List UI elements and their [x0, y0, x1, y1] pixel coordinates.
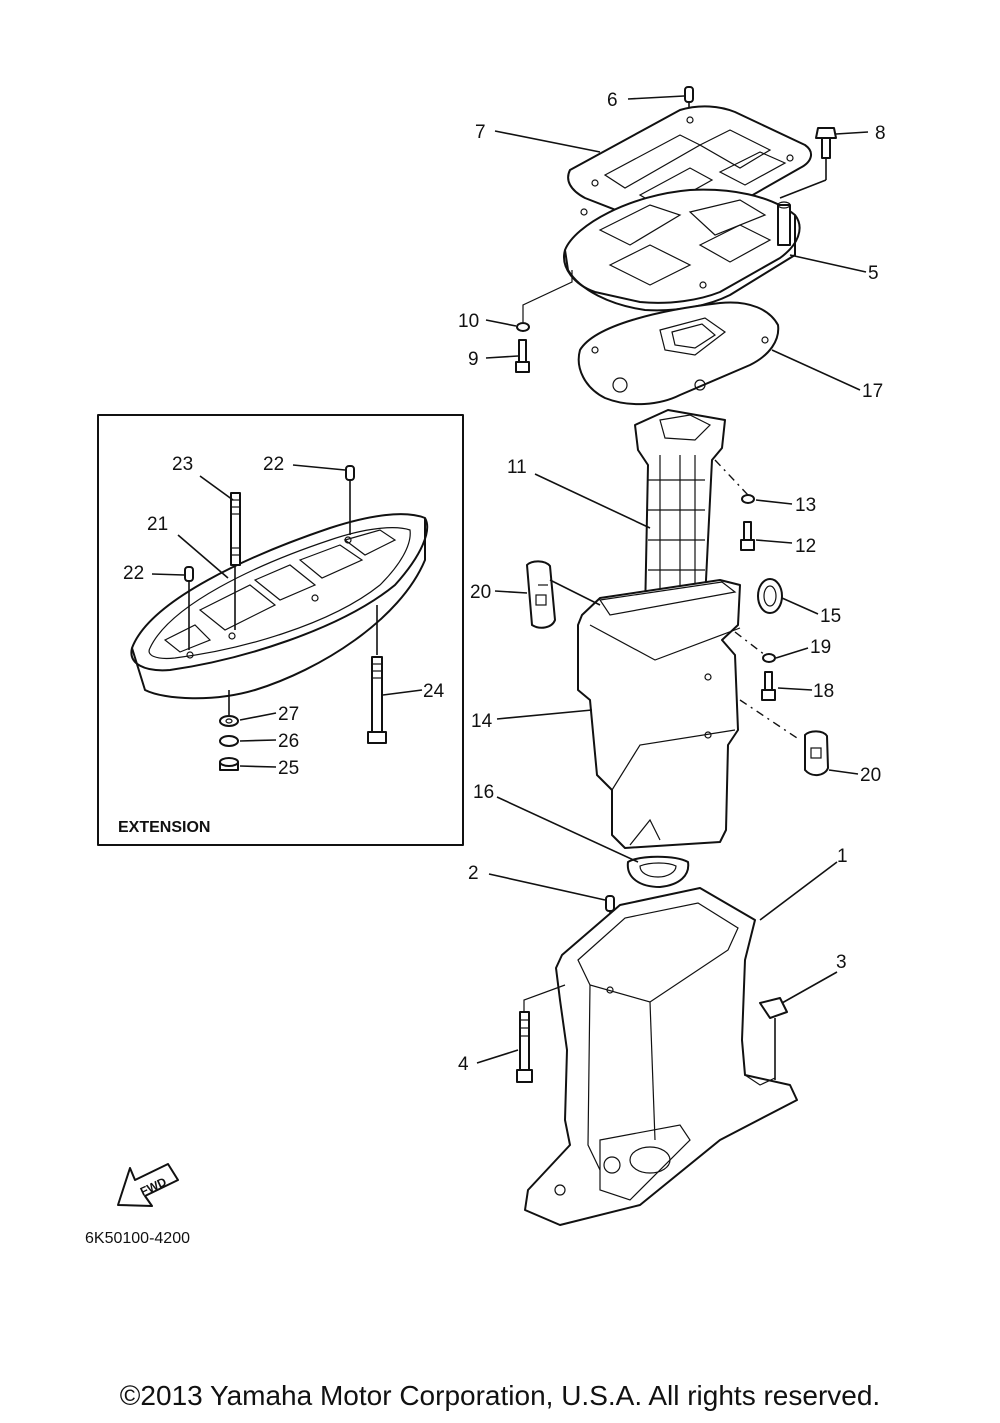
- dowel-pin: [605, 895, 615, 912]
- callout-22: 22: [263, 454, 284, 475]
- seal: [626, 855, 690, 888]
- callout-13: 13: [795, 495, 816, 516]
- washer: [741, 494, 755, 504]
- grommet: [757, 578, 783, 614]
- diagram-part-number: 6K50100-4200: [85, 1230, 190, 1247]
- side-cover: [526, 560, 556, 629]
- callout-12: 12: [795, 536, 816, 557]
- callout-14: 14: [471, 711, 493, 732]
- callout-16: 16: [473, 782, 494, 803]
- washer: [762, 653, 776, 663]
- extension-plate: [130, 513, 429, 700]
- callout-5: 5: [868, 263, 879, 284]
- callout-8: 8: [875, 123, 886, 144]
- callout-27: 27: [278, 704, 299, 725]
- extension-label: EXTENSION: [118, 819, 210, 836]
- callout-4: 4: [458, 1054, 469, 1075]
- callout-21: 21: [147, 514, 168, 535]
- callout-24: 24: [423, 681, 445, 702]
- extension-bolt: [367, 605, 387, 744]
- callout-11: 11: [507, 457, 527, 478]
- extension-inset: EXTENSION: [97, 414, 464, 846]
- forward-arrow-icon: FWD: [117, 1163, 179, 1207]
- callout-6: 6: [607, 90, 618, 111]
- bolt: [516, 984, 566, 1083]
- callout-1: 1: [837, 846, 848, 867]
- callout-7: 7: [475, 122, 486, 143]
- bolt: [779, 127, 837, 199]
- bolt: [518, 339, 527, 363]
- upper-casing: [577, 579, 741, 849]
- spring-washer: [219, 735, 239, 747]
- lower-casing: [524, 887, 798, 1226]
- callout-19: 19: [810, 637, 831, 658]
- callout-22: 22: [123, 563, 144, 584]
- anode: [759, 997, 788, 1019]
- gasket-lower: [577, 301, 780, 406]
- plain-washer: [219, 715, 239, 727]
- callout-17: 17: [862, 381, 883, 402]
- exhaust-guide: [563, 188, 801, 312]
- callout-10: 10: [458, 311, 479, 332]
- callout-20: 20: [860, 765, 881, 786]
- callout-23: 23: [172, 454, 193, 475]
- callout-2: 2: [468, 863, 479, 884]
- extension-frame: [97, 414, 464, 846]
- callout-25: 25: [278, 758, 299, 779]
- callout-9: 9: [468, 349, 479, 370]
- dowel-pin: [184, 566, 194, 582]
- callout-3: 3: [836, 952, 847, 973]
- callout-26: 26: [278, 731, 299, 752]
- callout-20: 20: [470, 582, 491, 603]
- callout-15: 15: [820, 606, 841, 627]
- callout-18: 18: [813, 681, 834, 702]
- copyright-notice: ©2013 Yamaha Motor Corporation, U.S.A. A…: [119, 1380, 881, 1411]
- gasket-upper: [567, 105, 812, 232]
- dowel-pin: [345, 465, 355, 481]
- washer: [516, 322, 530, 332]
- side-cover: [804, 730, 829, 776]
- dowel-pin: [684, 86, 694, 103]
